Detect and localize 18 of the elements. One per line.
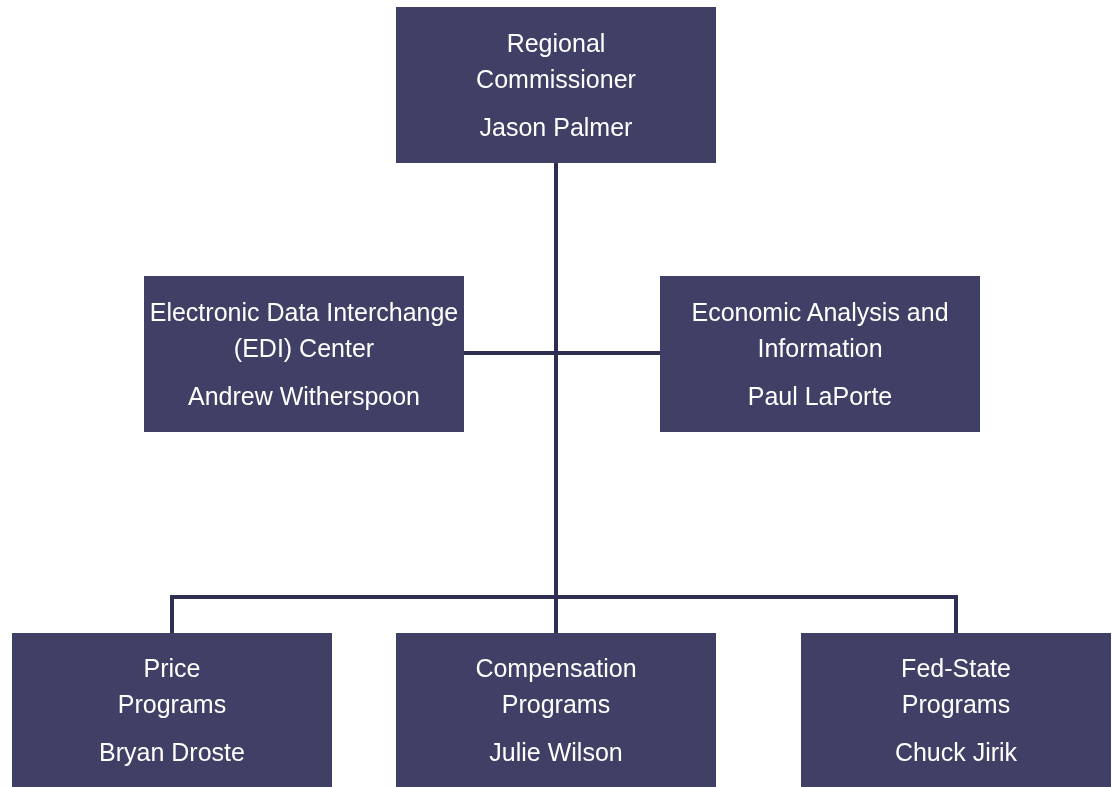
org-box xyxy=(12,633,332,787)
unit-title: Fed-State Programs xyxy=(900,652,1012,720)
org-box xyxy=(396,7,716,163)
org-box xyxy=(396,633,716,787)
person-name: Paul LaPorte xyxy=(747,381,893,413)
person-name: Bryan Droste xyxy=(99,737,245,769)
org-box xyxy=(144,276,464,432)
person-name: Julie Wilson xyxy=(489,737,623,769)
unit-title: Regional Commissioner xyxy=(475,27,637,95)
unit-title: Compensation Programs xyxy=(474,652,638,720)
person-name: Andrew Witherspoon xyxy=(187,381,421,413)
person-name: Jason Palmer xyxy=(479,112,633,144)
org-box xyxy=(660,276,980,432)
person-name: Chuck Jirik xyxy=(894,737,1018,769)
unit-title: Economic Analysis and Information xyxy=(690,296,950,364)
unit-title: Electronic Data Interchange (EDI) Center xyxy=(149,296,459,364)
org-box xyxy=(801,633,1111,787)
unit-title: Price Programs xyxy=(116,652,228,720)
